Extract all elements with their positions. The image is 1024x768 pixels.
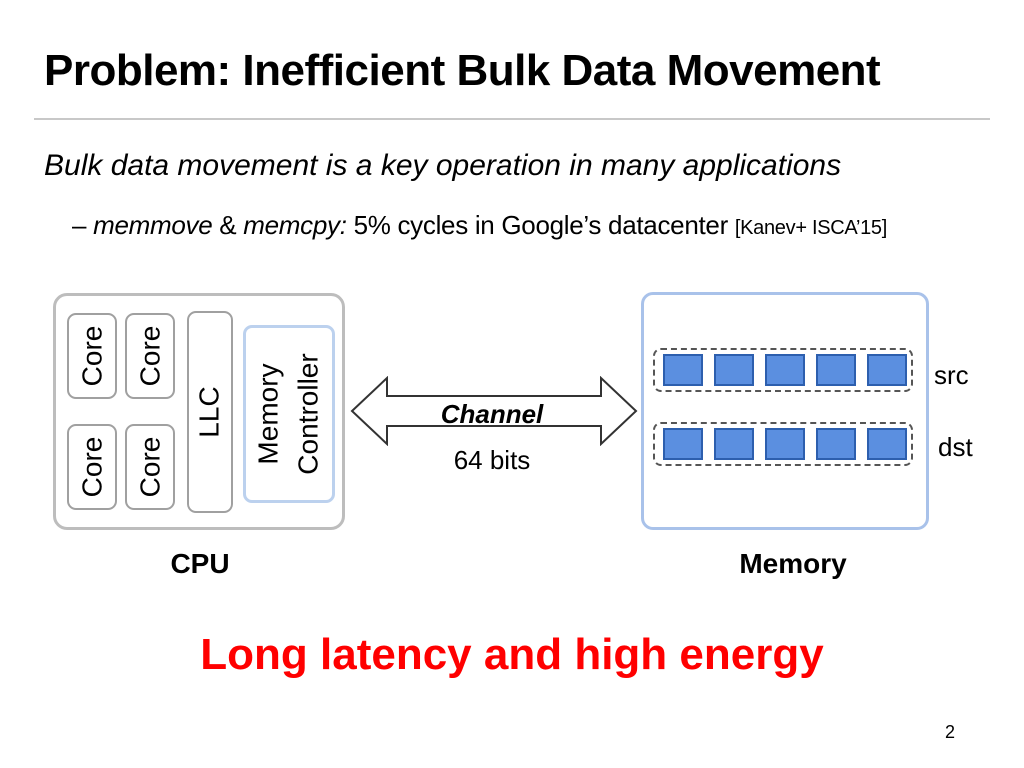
src-label: src — [934, 360, 969, 390]
core-label: Core — [76, 436, 108, 498]
src-row — [653, 348, 913, 392]
core-block: Core — [125, 313, 175, 399]
dst-row — [653, 422, 913, 466]
bullet-sub-text: 5% cycles in Google’s datacenter — [346, 210, 735, 240]
memory-cell — [714, 428, 754, 460]
channel-label: Channel — [440, 399, 544, 429]
term-memcpy: memcpy: — [243, 210, 347, 240]
memory-cell — [816, 354, 856, 386]
dst-label: dst — [938, 432, 973, 462]
title-divider — [34, 118, 990, 120]
memory-controller-line1: Memory — [253, 363, 285, 465]
channel-width-label: 64 bits — [453, 445, 531, 475]
core-label: Core — [76, 325, 108, 387]
llc-block: LLC — [187, 311, 233, 513]
page-number: 2 — [945, 722, 956, 742]
channel-double-arrow — [350, 376, 638, 446]
memory-cell — [663, 428, 703, 460]
tagline: Long latency and high energy — [200, 630, 824, 679]
llc-label: LLC — [194, 386, 225, 438]
memory-cell — [663, 354, 703, 386]
core-block: Core — [67, 313, 117, 399]
memory-box — [641, 292, 929, 530]
memory-controller-line2: Controller — [293, 353, 325, 475]
core-block: Core — [125, 424, 175, 510]
term-ampersand: & — [212, 210, 244, 240]
memory-cell — [765, 354, 805, 386]
memory-cell — [867, 428, 907, 460]
memory-cell — [816, 428, 856, 460]
cpu-label: CPU — [170, 548, 230, 579]
memory-cell — [714, 354, 754, 386]
bullet-main: Bulk data movement is a key operation in… — [44, 149, 842, 182]
slide-title: Problem: Inefficient Bulk Data Movement — [44, 46, 881, 95]
memory-cell — [867, 354, 907, 386]
core-label: Core — [134, 436, 166, 498]
bullet-dash: – — [72, 210, 87, 240]
memory-controller-label: Memory Controller — [249, 353, 329, 474]
core-block: Core — [67, 424, 117, 510]
memory-label: Memory — [739, 548, 847, 579]
core-label: Core — [134, 325, 166, 387]
bullet-sub: – memmove & memcpy: 5% cycles in Google’… — [72, 210, 887, 241]
citation: [Kanev+ ISCA’15] — [734, 217, 888, 239]
memory-cell — [765, 428, 805, 460]
term-memmove: memmove — [93, 210, 213, 240]
memory-controller-block: Memory Controller — [243, 325, 335, 503]
